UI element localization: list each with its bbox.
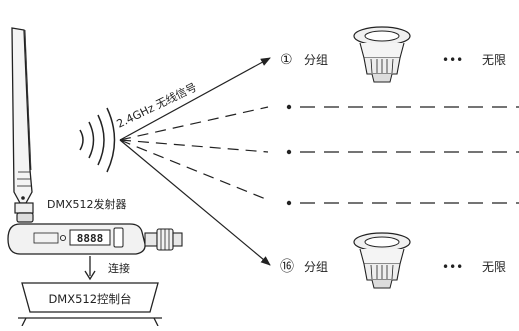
brand-plate [33, 232, 59, 244]
xlr-connector [144, 228, 183, 251]
console-label: DMX512控制台 [48, 292, 131, 306]
group-16-number: ⑯ [280, 259, 294, 275]
dmx512-console [18, 282, 162, 327]
status-led [59, 234, 67, 242]
connection-label: 连接 [108, 262, 130, 275]
signal-ray-group-1 [119, 57, 271, 141]
signal-ray-dashed-3 [119, 139, 269, 201]
digit-display-value: 8888 [77, 232, 104, 245]
digit-display [69, 229, 111, 246]
group-16-label: 分组 [304, 260, 328, 274]
transmitter-label: DMX512发射器 [47, 197, 127, 211]
group-1-label: 分组 [304, 53, 328, 67]
signal-ray-group-16 [119, 139, 271, 266]
device-button [113, 227, 124, 248]
signal-ray-dashed-1 [119, 106, 269, 141]
antenna-hinge [14, 202, 34, 223]
signal-rays [119, 57, 271, 266]
group-16-ellipsis: ••• [442, 260, 463, 274]
group-1-ellipsis: ••• [442, 53, 463, 67]
group-16-limit: 无限 [482, 260, 506, 274]
signal-ray-dashed-2 [119, 139, 269, 153]
dotted-continuation-rows [286, 104, 519, 206]
radio-waves [79, 107, 116, 173]
group-1-limit: 无限 [482, 53, 506, 67]
dmx512-transmitter: 8888 [7, 223, 146, 255]
downlight-icon [353, 26, 411, 83]
downlight-icon [353, 232, 411, 289]
signal-label: 2.4GHz 无线信号 [114, 80, 199, 131]
group-1-number: ① [280, 52, 293, 68]
antenna [11, 27, 33, 204]
connection-arrow [84, 256, 96, 281]
